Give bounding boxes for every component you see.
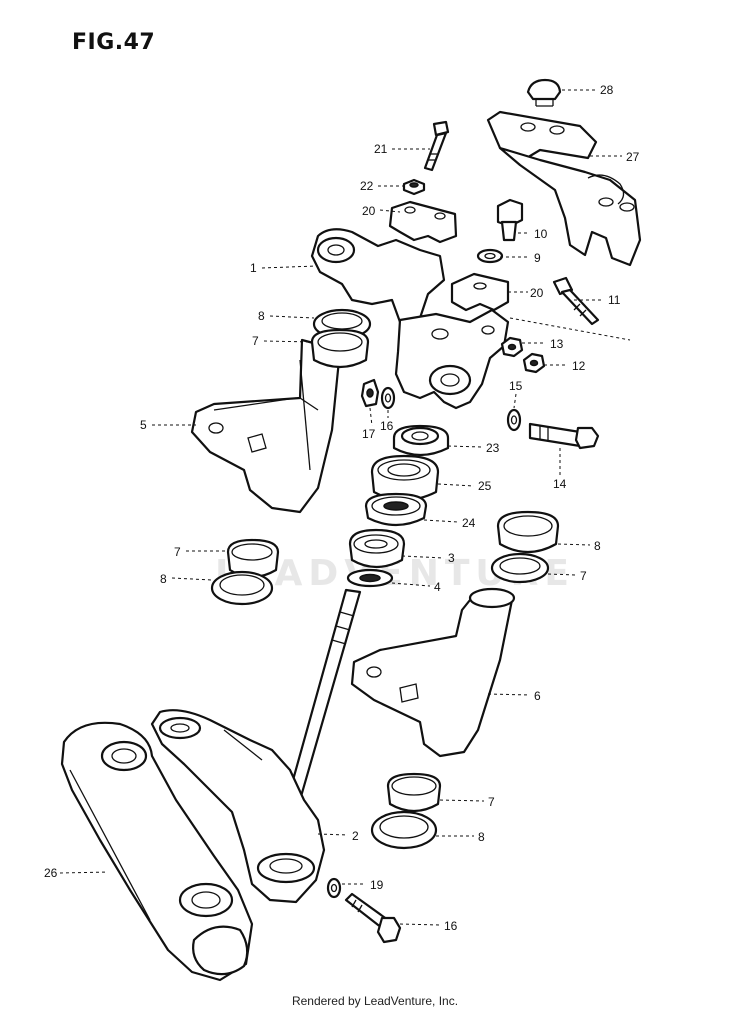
fork-cover-part-5	[190, 338, 342, 514]
callout-17: 17	[362, 427, 376, 441]
fork-cover-part-6	[350, 587, 516, 758]
callout-21: 21	[374, 142, 388, 156]
bolt-part-16-lower	[344, 892, 402, 944]
clamp-part-20-upper	[388, 200, 458, 244]
callout-14: 14	[553, 477, 567, 491]
leader-lines	[59, 89, 622, 926]
bolt-part-11	[509, 276, 631, 341]
steering-nut-part-23	[392, 424, 450, 457]
cap-part-28	[526, 78, 562, 107]
callout-11: 11	[608, 293, 621, 307]
callout-27: 27	[626, 150, 640, 164]
callout-7-upper: 7	[252, 334, 259, 348]
callout-10: 10	[534, 227, 548, 241]
callout-28: 28	[600, 83, 614, 97]
handlebar-holder-part-27	[486, 110, 642, 267]
race-part-7-right	[490, 552, 550, 584]
bolt-part-21	[423, 120, 450, 172]
bearing-part-8-right	[496, 510, 560, 554]
washer-part-19	[326, 877, 342, 899]
callout-1: 1	[250, 261, 257, 275]
callout-7-right: 7	[580, 569, 587, 583]
callout-16-upper: 16	[380, 419, 394, 433]
callout-8-left: 8	[160, 572, 167, 586]
callout-15: 15	[509, 379, 523, 393]
callout-24: 24	[462, 516, 476, 530]
callout-6: 6	[534, 689, 541, 703]
callout-20-lower: 20	[530, 286, 544, 300]
callout-8-right: 8	[594, 539, 601, 553]
steering-stem-part-2	[150, 588, 362, 904]
callout-9: 9	[534, 251, 541, 265]
callout-19: 19	[370, 878, 384, 892]
callout-labels: 28 27 21 22 20 10 9 1 20 11 8 7 13 12 15…	[44, 83, 640, 933]
callout-2: 2	[352, 829, 359, 843]
washer-part-24	[364, 492, 428, 527]
nut-part-13	[500, 336, 524, 358]
nut-part-12	[522, 352, 546, 374]
race-part-7-upper	[310, 328, 370, 369]
bearing-part-3	[348, 528, 406, 569]
washer-part-4	[346, 568, 394, 588]
figure-title: FIG.47	[72, 30, 156, 55]
callout-13: 13	[550, 337, 564, 351]
bolt-part-10	[496, 198, 524, 242]
callout-8-upper: 8	[258, 309, 265, 323]
upper-bracket-part-1	[310, 228, 510, 410]
callout-7-left: 7	[174, 545, 181, 559]
callout-16-lower: 16	[444, 919, 458, 933]
callout-12: 12	[572, 359, 586, 373]
bolt-part-14	[528, 422, 600, 450]
nut-part-22	[402, 178, 426, 196]
washer-part-15	[506, 408, 522, 432]
nut-part-17	[360, 378, 380, 408]
bearing-part-8-lower	[370, 810, 438, 850]
clamp-part-20-lower	[450, 272, 510, 312]
callout-5: 5	[140, 418, 147, 432]
washer-part-9	[476, 248, 504, 264]
lower-cover-part-26	[60, 721, 254, 982]
callout-22: 22	[360, 179, 374, 193]
callout-26: 26	[44, 866, 58, 880]
callout-4: 4	[434, 580, 441, 594]
callout-8-lower: 8	[478, 830, 485, 844]
bearing-part-8-left	[210, 570, 274, 606]
race-part-7-lower	[386, 772, 442, 813]
callout-3: 3	[448, 551, 455, 565]
washer-part-16-upper	[380, 386, 396, 410]
callout-25: 25	[478, 479, 492, 493]
callout-20-upper: 20	[362, 204, 376, 218]
callout-7-lower: 7	[488, 795, 495, 809]
footer-credit: Rendered by LeadVenture, Inc.	[291, 994, 459, 1008]
callout-23: 23	[486, 441, 500, 455]
